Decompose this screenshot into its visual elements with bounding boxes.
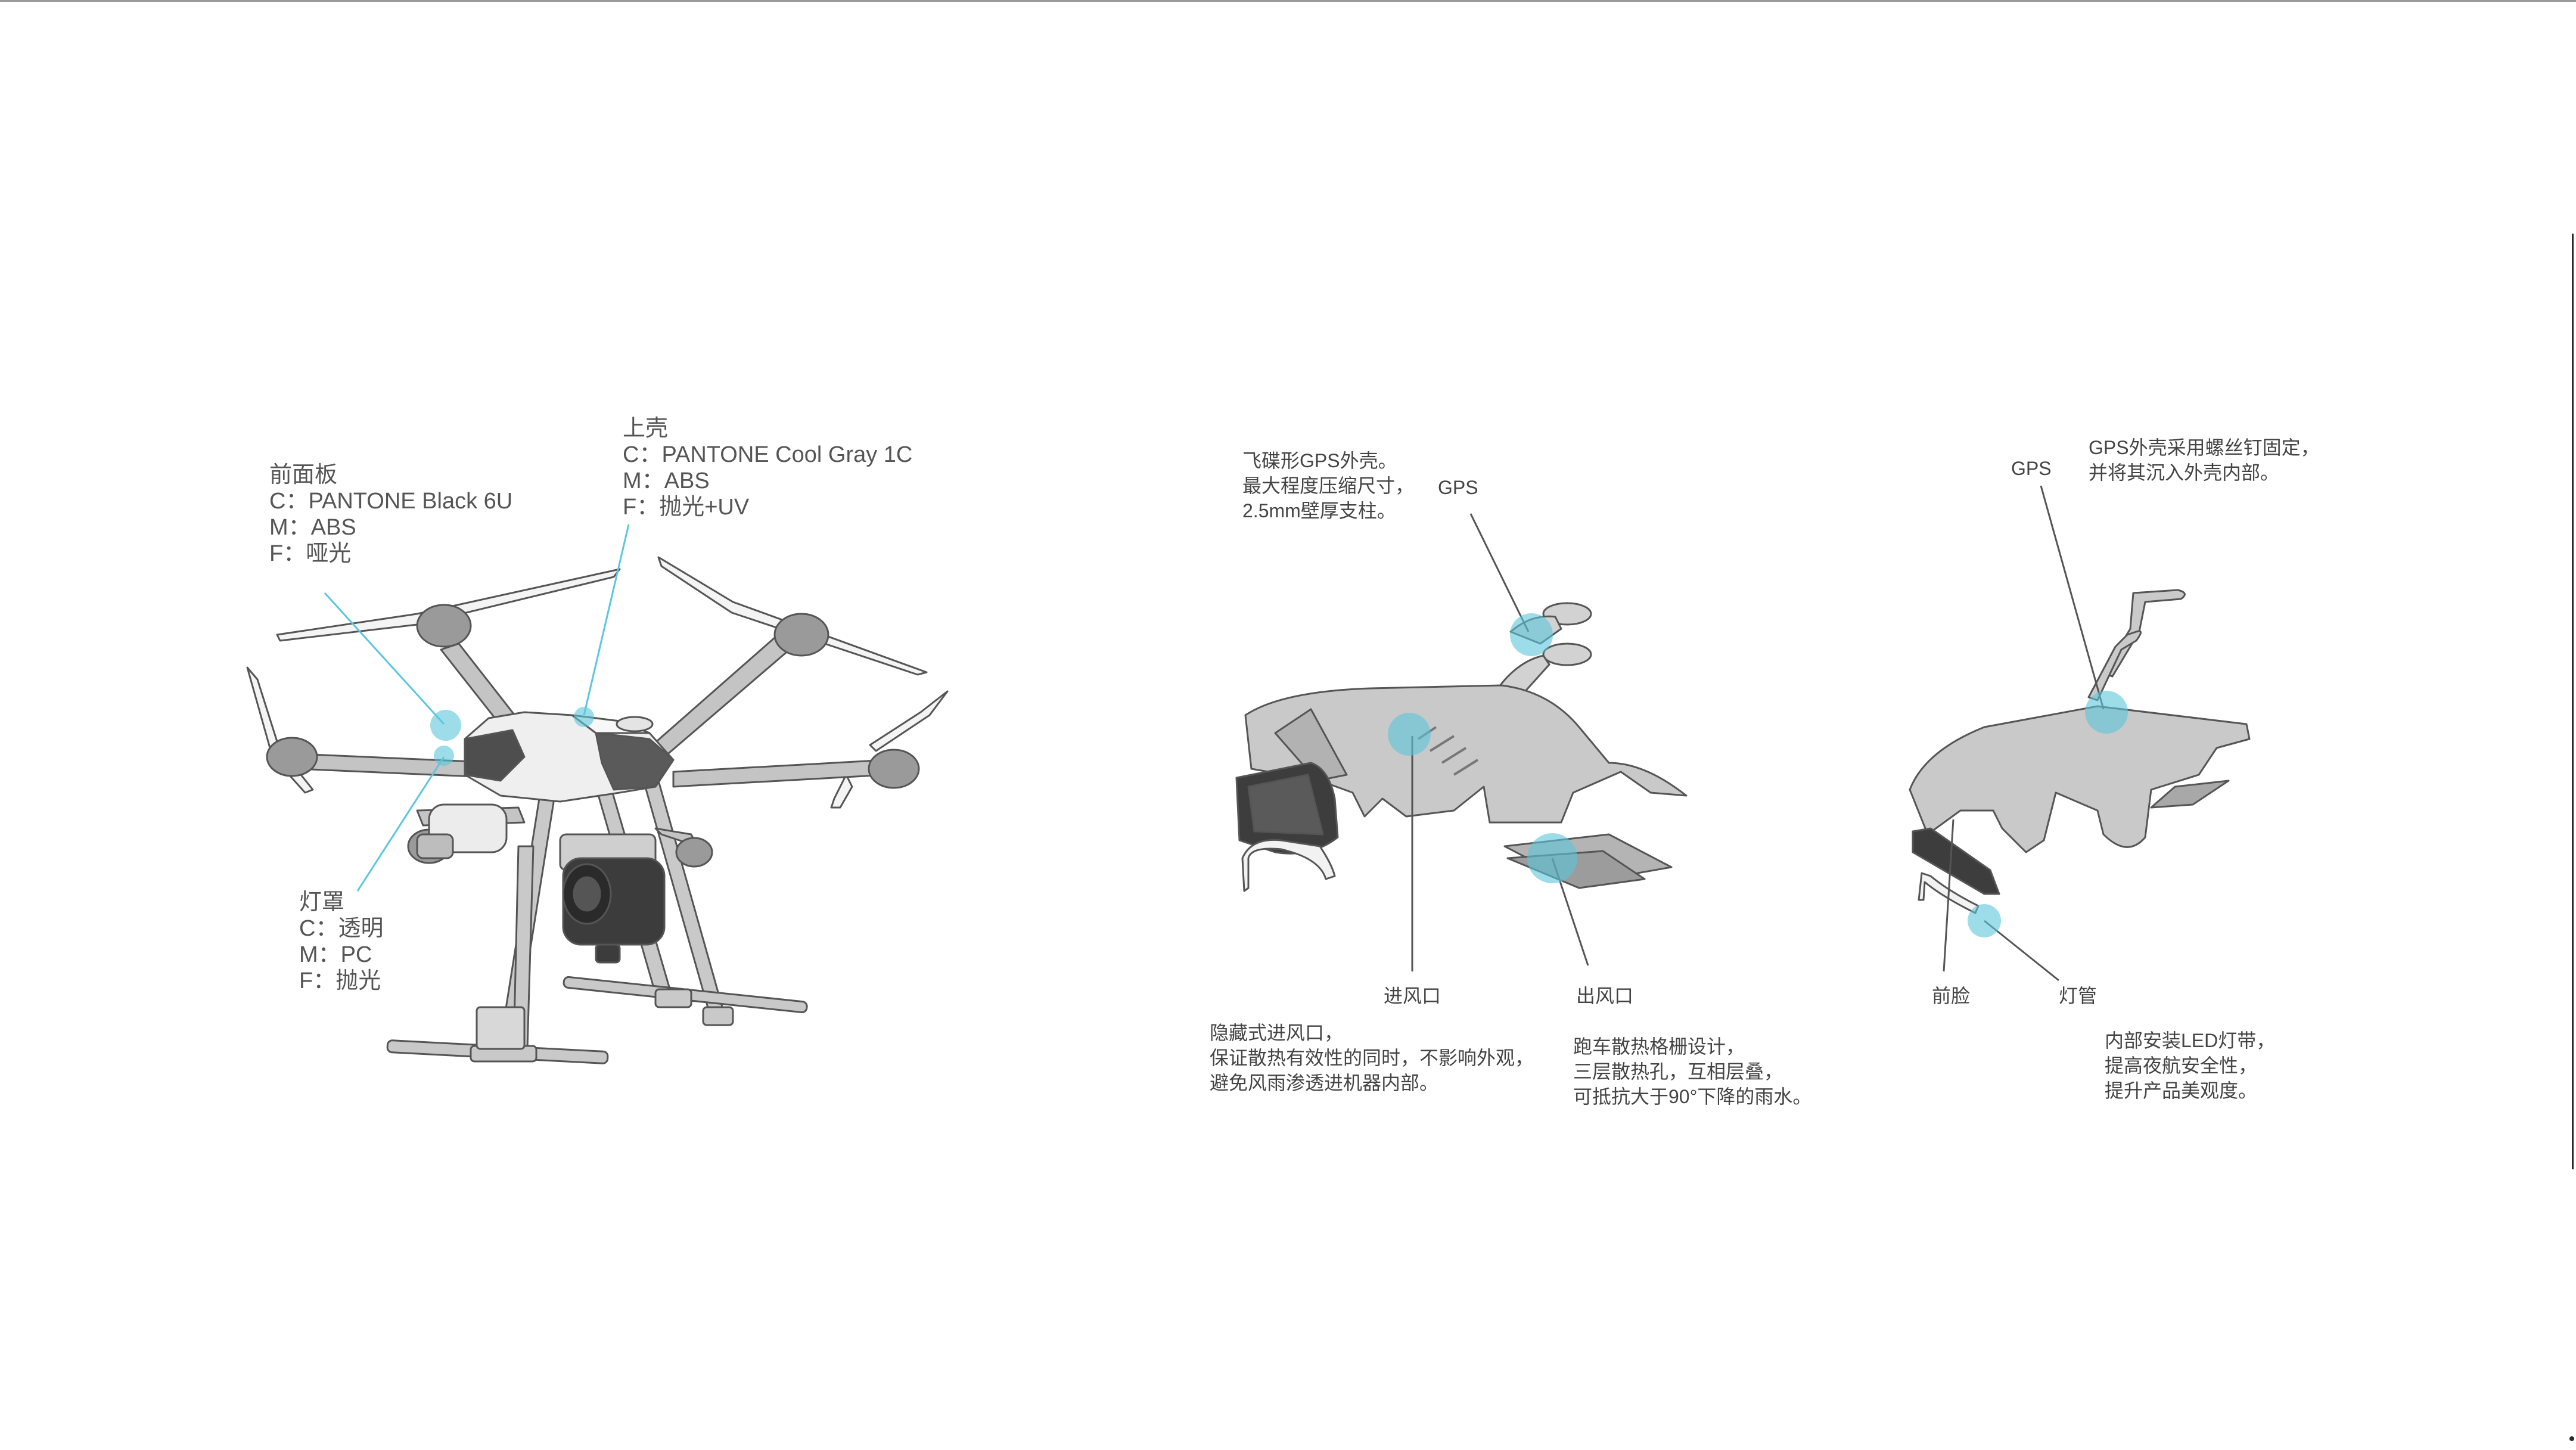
right-shell-body	[1909, 705, 2251, 853]
intake-desc-line: 保证散热有效性的同时，不影响外观，	[1210, 1047, 1534, 1069]
right-shell-illustration	[1909, 589, 2251, 914]
lamp-cover-spec: 灯罩 C：透明 M：PC F：抛光	[299, 889, 383, 994]
right-front-face	[1912, 827, 2000, 895]
gps-desc-line: 2.5mm壁厚支柱。	[1242, 500, 1396, 521]
outlet-desc-line: 可抵抗大于90°下降的雨水。	[1573, 1086, 1812, 1107]
left-lamp-tube	[1241, 839, 1336, 892]
lamp-cover-color: C：透明	[299, 916, 384, 941]
gps-screw-desc-line: 并将其沉入外壳内部。	[2089, 462, 2280, 483]
lamp-desc-line: 内部安装LED灯带，	[2105, 1030, 2276, 1051]
motors	[266, 604, 920, 868]
outlet-tag: 出风口	[1576, 985, 1634, 1007]
lamp-desc-line: 提升产品美观度。	[2105, 1080, 2258, 1101]
lamp-tube-description: 内部安装LED灯带， 提高夜航安全性， 提升产品美观度。	[2105, 1028, 2275, 1103]
upper-shell-title: 上壳	[623, 416, 669, 441]
gps-tag-right: GPS	[2011, 458, 2052, 479]
outlet-desc-line: 跑车散热格栅设计，	[1573, 1036, 1745, 1057]
outlet-description: 跑车散热格栅设计， 三层散热孔，互相层叠， 可抵抗大于90°下降的雨水。	[1573, 1034, 1811, 1109]
gps-tag-left: GPS	[1438, 477, 1478, 498]
lamp-tube-tag: 灯管	[2059, 985, 2098, 1007]
front-panel-color: C：PANTONE Black 6U	[269, 489, 513, 514]
intake-description: 隐藏式进风口， 保证散热有效性的同时，不影响外观， 避免风雨渗透进机器内部。	[1210, 1020, 1534, 1095]
upper-shell-finish: F：抛光+UV	[623, 495, 750, 520]
front-panel-material: M：ABS	[269, 515, 356, 540]
front-panel-spec: 前面板 C：PANTONE Black 6U M：ABS F：哑光	[269, 462, 512, 567]
corner-dot	[2569, 1436, 2574, 1441]
left-shell-highlight-dots	[1388, 613, 1577, 883]
left-shell-illustration	[1235, 602, 1688, 892]
upper-shell-spec: 上壳 C：PANTONE Cool Gray 1C M：ABS F：抛光+UV	[623, 415, 912, 520]
gps-screw-desc-line: GPS外壳采用螺丝钉固定，	[2089, 437, 2320, 458]
gps-saucer-description: 飞碟形GPS外壳。 最大程度压缩尺寸， 2.5mm壁厚支柱。	[1242, 448, 1414, 523]
lamp-cover-title: 灯罩	[299, 890, 345, 915]
gimbal-camera	[559, 833, 666, 964]
drone-body	[464, 711, 675, 803]
gps-bracket-part	[2087, 589, 2186, 701]
right-shell-highlight-dots	[1968, 691, 2128, 937]
lamp-desc-line: 提高夜航安全性，	[2105, 1055, 2258, 1076]
lamp-cover-material: M：PC	[299, 942, 372, 967]
intake-tag: 进风口	[1384, 985, 1441, 1007]
gps-screw-description: GPS外壳采用螺丝钉固定， 并将其沉入外壳内部。	[2089, 435, 2320, 485]
front-panel-finish: F：哑光	[269, 541, 352, 566]
lamp-cover-finish: F：抛光	[299, 968, 381, 993]
front-lamp	[416, 803, 508, 859]
gps-desc-line: 飞碟形GPS外壳。	[1242, 450, 1397, 471]
gps-desc-line: 最大程度压缩尺寸，	[1242, 475, 1415, 496]
right-edge-bar	[2572, 234, 2574, 1169]
left-shell-body	[1244, 684, 1688, 824]
top-border	[0, 0, 2576, 2]
front-panel-title: 前面板	[269, 462, 338, 488]
drone-leader-lines	[324, 524, 630, 892]
upper-shell-material: M：ABS	[623, 468, 710, 493]
upper-shell-color: C：PANTONE Cool Gray 1C	[623, 442, 913, 467]
front-face-tag: 前脸	[1932, 985, 1971, 1007]
outlet-desc-line: 三层散热孔，互相层叠，	[1573, 1061, 1783, 1082]
drone-highlight-dots	[430, 707, 594, 766]
intake-desc-line: 避免风雨渗透进机器内部。	[1210, 1072, 1439, 1094]
drone-illustration	[246, 556, 949, 1064]
intake-desc-line: 隐藏式进风口，	[1210, 1022, 1344, 1044]
